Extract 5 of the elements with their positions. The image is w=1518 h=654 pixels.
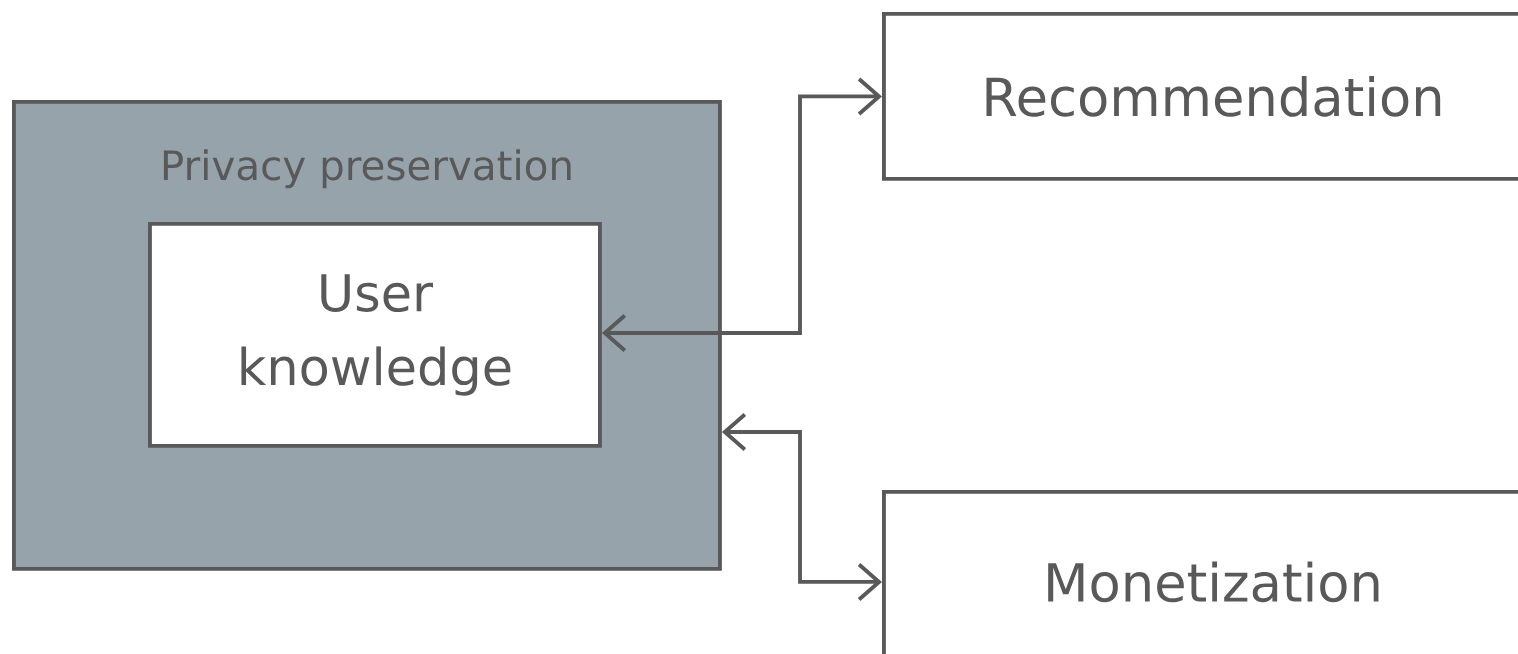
- arrow: [721, 413, 882, 601]
- inner-box: User knowledge: [148, 222, 602, 448]
- process-box: Monetization: [882, 490, 1518, 654]
- process-box: Recommendation: [882, 12, 1518, 181]
- arrow: [601, 77, 882, 352]
